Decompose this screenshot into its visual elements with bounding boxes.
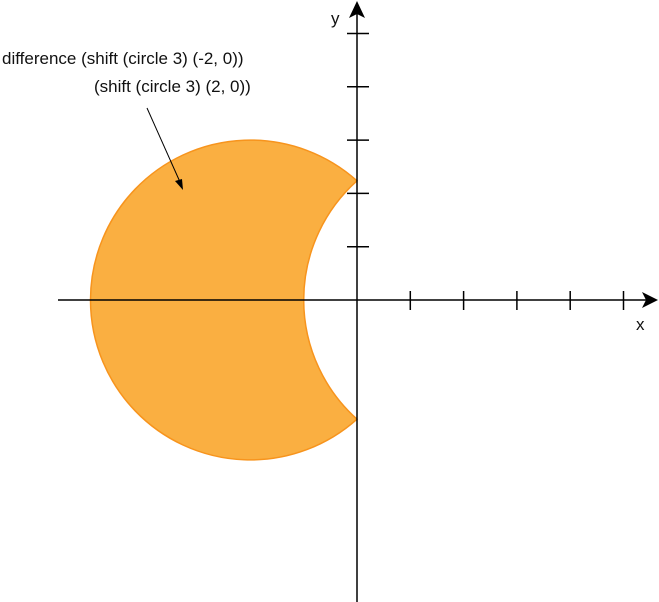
annotation-pointer-arrowhead: [175, 179, 183, 190]
y-axis-ticks: [347, 32, 369, 248]
x-axis-ticks: [409, 291, 625, 310]
x-axis-arrowhead: [642, 292, 658, 308]
x-axis-label: x: [636, 315, 645, 334]
y-axis-arrowhead: [349, 1, 365, 18]
annotation-line-2: (shift (circle 3) (2, 0)): [94, 77, 251, 96]
annotation-line-1: difference (shift (circle 3) (-2, 0)): [2, 49, 244, 68]
y-axis-label: y: [331, 9, 340, 28]
annotation-pointer-line: [146, 107, 181, 183]
